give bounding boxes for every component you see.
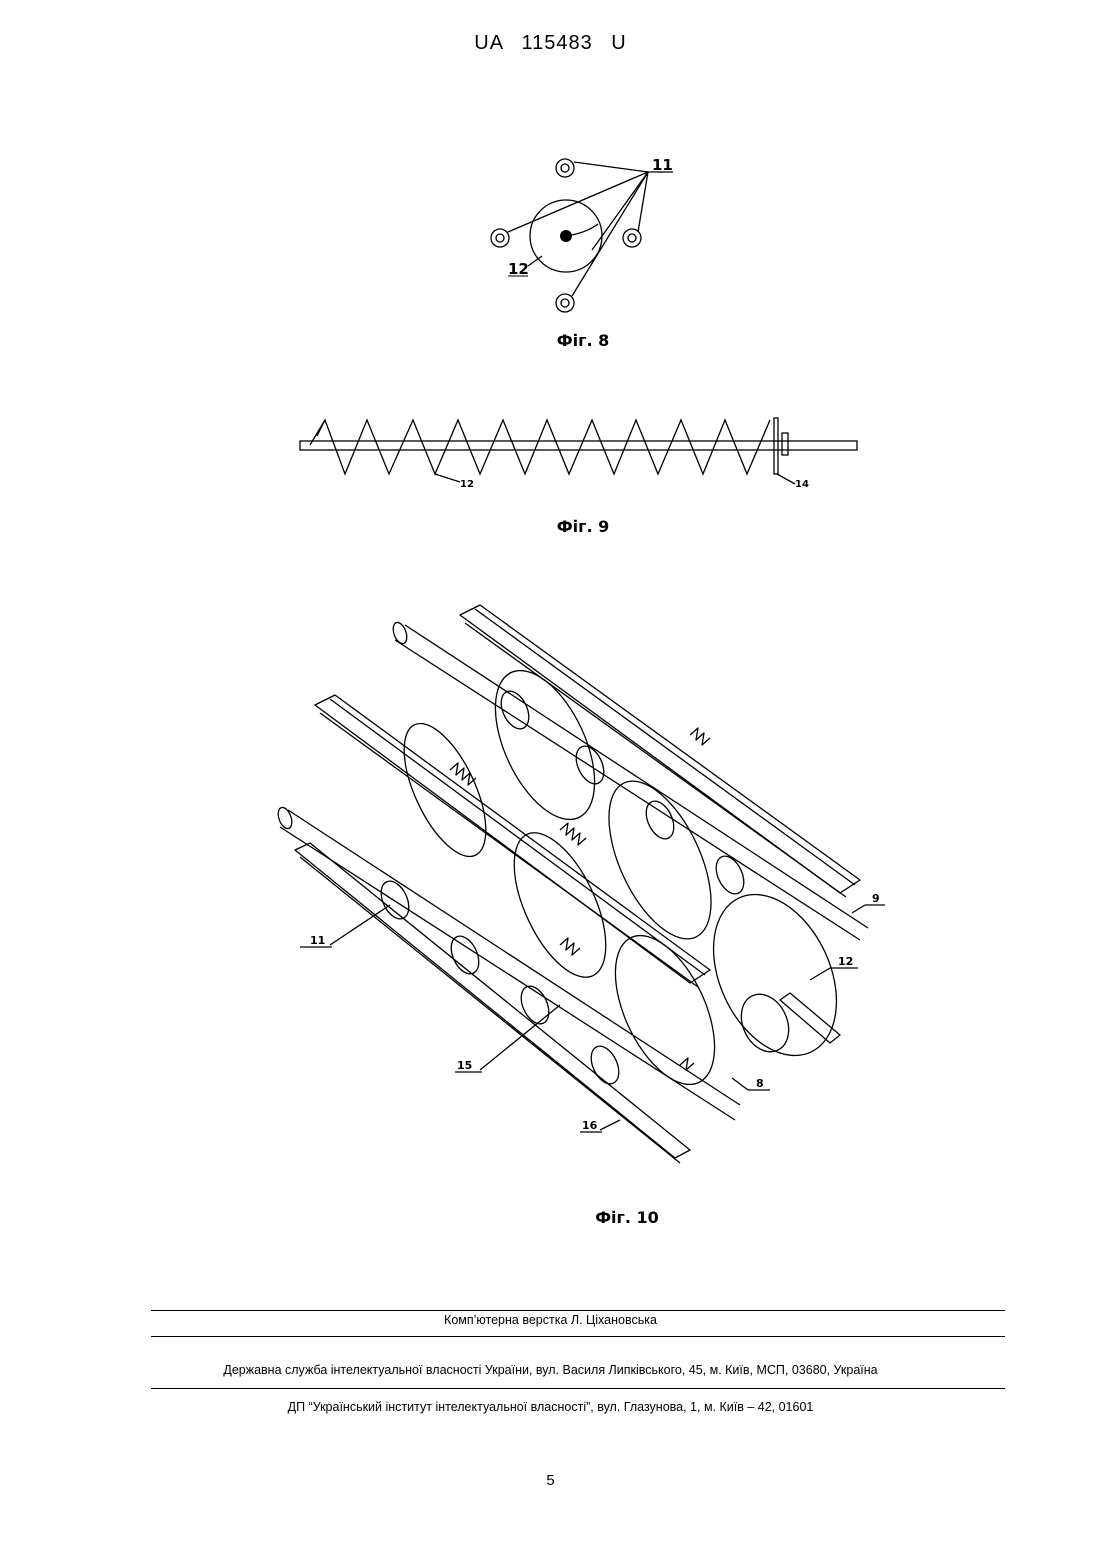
figure-9-drawing: 12 14 [295,412,865,494]
fig8-label-11: 11 [652,156,673,174]
figure-8-caption: Фіг. 8 [483,331,683,350]
fig9-label-14: 14 [795,479,809,490]
footer-rule-top [151,1310,1005,1311]
office-address: Державна служба інтелектуальної власност… [0,1363,1101,1377]
figure-10-drawing: 11 15 16 9 12 8 [270,595,890,1170]
footer-rule-middle [151,1336,1005,1337]
institute-address: ДП “Український інститут інтелектуальної… [0,1400,1101,1414]
fig8-label-12: 12 [508,260,529,278]
fig10-label-15: 15 [457,1059,472,1072]
fig9-label-12: 12 [460,479,474,490]
layout-credit: Комп’ютерна верстка Л. Ціхановська [0,1313,1101,1327]
figure-8-drawing: 11 12 [470,150,690,320]
page-number: 5 [0,1472,1101,1489]
fig10-label-8: 8 [756,1077,764,1090]
fig10-label-16: 16 [582,1119,598,1132]
footer-rule-bottom [151,1388,1005,1389]
figure-9-caption: Фіг. 9 [483,517,683,536]
fig10-label-9: 9 [872,892,880,905]
fig10-label-12: 12 [838,955,853,968]
figure-10-caption: Фіг. 10 [527,1208,727,1227]
document-number: UA 115483 U [0,32,1101,55]
fig10-label-11: 11 [310,934,325,947]
